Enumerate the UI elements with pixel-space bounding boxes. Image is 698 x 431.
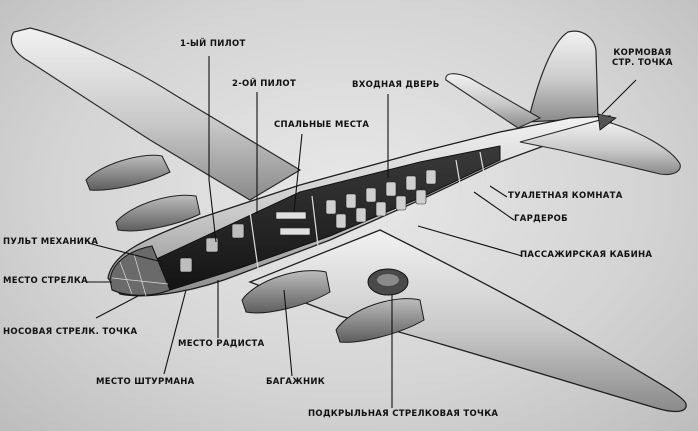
label-radio-operator: МЕСТО РАДИСТА bbox=[178, 339, 265, 349]
label-tail-gun-position: КОРМОВАЯ СТР. ТОЧКА bbox=[612, 48, 673, 69]
label-engineer-panel: ПУЛЬТ МЕХАНИКА bbox=[3, 237, 99, 247]
tail-gun-cone bbox=[597, 113, 617, 131]
right-outer-engine bbox=[335, 298, 425, 343]
label-entrance-door: ВХОДНАЯ ДВЕРЬ bbox=[352, 80, 440, 90]
left-inner-engine bbox=[115, 194, 201, 232]
label-passenger-cabin: ПАССАЖИРСКАЯ КАБИНА bbox=[520, 250, 653, 260]
label-pilot-2: 2-ОЙ ПИЛОТ bbox=[232, 79, 297, 89]
right-inner-engine bbox=[241, 270, 331, 314]
right-wing bbox=[248, 229, 687, 413]
crew-seats bbox=[179, 223, 245, 273]
label-navigator: МЕСТО ШТУРМАНА bbox=[96, 377, 195, 387]
right-stabilizer bbox=[519, 119, 681, 176]
label-tail-gun-line1: КОРМОВАЯ bbox=[613, 48, 672, 58]
bulkheads bbox=[249, 151, 487, 269]
left-stabilizer bbox=[445, 73, 542, 129]
sleeping-bunks bbox=[275, 211, 311, 236]
label-underwing-gun-position: ПОДКРЫЛЬНАЯ СТРЕЛКОВАЯ ТОЧКА bbox=[308, 409, 499, 419]
passenger-seats bbox=[325, 169, 437, 229]
nose-frames bbox=[111, 253, 169, 297]
vertical-tail bbox=[527, 30, 599, 123]
left-wing bbox=[10, 27, 302, 201]
left-outer-engine bbox=[85, 154, 171, 191]
label-toilet: ТУАЛЕТНАЯ КОМНАТА bbox=[508, 191, 623, 201]
label-baggage: БАГАЖНИК bbox=[266, 377, 326, 387]
label-pilot-1: 1-ЫЙ ПИЛОТ bbox=[180, 39, 246, 49]
label-nose-gun-position: НОСОВАЯ СТРЕЛК. ТОЧКА bbox=[3, 327, 138, 337]
label-tail-gun-line2: СТР. ТОЧКА bbox=[612, 57, 673, 68]
label-gunner-seat: МЕСТО СТРЕЛКА bbox=[3, 276, 89, 286]
label-sleeping-berths: СПАЛЬНЫЕ МЕСТА bbox=[274, 120, 370, 130]
leader-lines bbox=[86, 56, 637, 408]
label-wardrobe: ГАРДЕРОБ bbox=[514, 214, 568, 224]
